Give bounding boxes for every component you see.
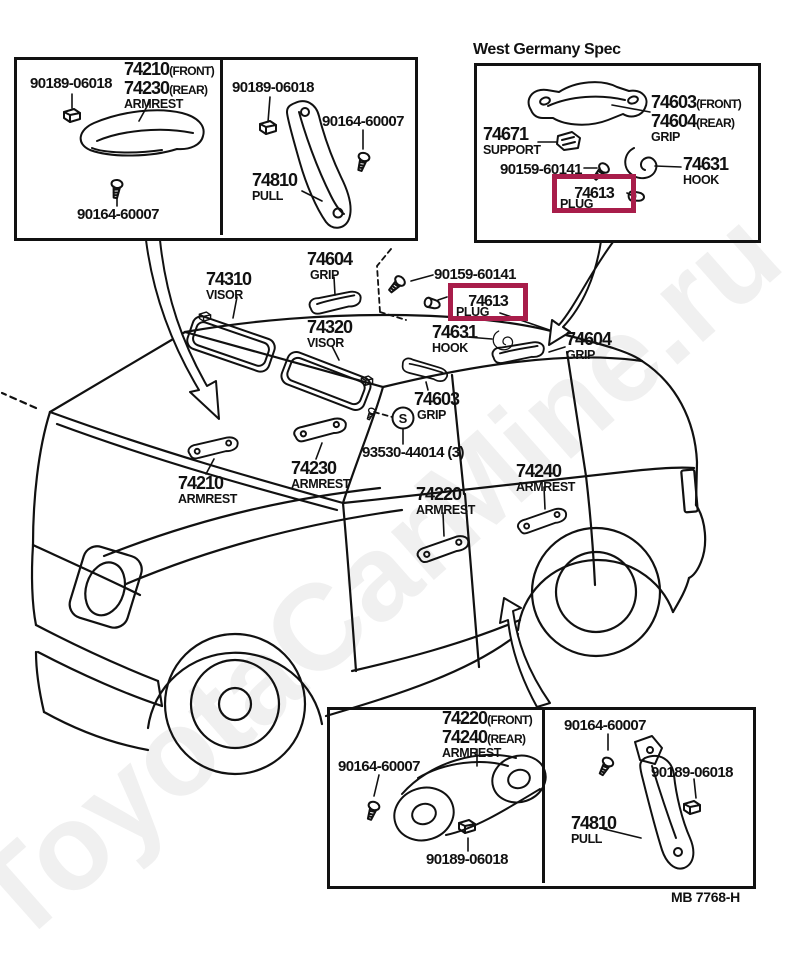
bottom-box: [327, 707, 756, 889]
part-number[interactable]: 74230: [291, 458, 337, 478]
part-tag: (FRONT): [487, 713, 533, 727]
callout-90164-60007[interactable]: 90164-60007: [564, 717, 646, 734]
callout-74310[interactable]: 74310 VISOR: [206, 269, 252, 302]
part-name: ARMREST: [516, 479, 576, 494]
part-name: ARMREST: [416, 502, 476, 517]
part-tag: (REAR): [696, 115, 735, 130]
wg-grip-drawing: [527, 81, 682, 202]
part-name-plug: PLUG: [456, 305, 490, 319]
part-name: ARMREST: [442, 745, 502, 760]
part-number[interactable]: 74631: [683, 154, 729, 174]
callout-90189-06018[interactable]: 90189-06018: [651, 764, 733, 781]
callout-90159-60141[interactable]: 90159-60141: [500, 161, 582, 178]
part-number[interactable]: 74220: [442, 708, 488, 728]
part-name: ARMREST: [178, 491, 238, 506]
callout-74671[interactable]: 74671 SUPPORT: [483, 125, 541, 157]
part-name: PULL: [571, 831, 603, 846]
pointer-arrows: [145, 239, 614, 708]
part-number[interactable]: 74810: [571, 813, 617, 833]
part-name: GRIP: [417, 407, 446, 422]
part-name-plug: PLUG: [560, 197, 594, 211]
s-marker: S: [399, 411, 408, 426]
part-number[interactable]: 74631: [432, 322, 478, 342]
part-number[interactable]: 74210: [178, 473, 224, 493]
part-number[interactable]: 74604: [307, 249, 353, 269]
part-name: GRIP: [651, 129, 680, 144]
part-number[interactable]: 74220: [416, 484, 462, 504]
part-name: VISOR: [307, 335, 344, 350]
part-number[interactable]: 74604: [566, 329, 612, 349]
top-left-pull-drawing: [259, 96, 372, 229]
callout-74631-main[interactable]: 74631 HOOK: [432, 322, 478, 355]
part-name: GRIP: [310, 267, 339, 282]
callout-90189-06018[interactable]: 90189-06018: [426, 851, 508, 868]
part-number[interactable]: 74240: [442, 726, 488, 747]
callout-74320[interactable]: 74320 VISOR: [307, 317, 353, 350]
callout-90164-60007[interactable]: 90164-60007: [338, 758, 420, 775]
west-germany-box: [474, 63, 761, 243]
car-interior-parts: [186, 248, 570, 565]
highlighted-part-74613-main[interactable]: 74613: [448, 283, 528, 321]
part-number[interactable]: 74210: [124, 59, 170, 79]
part-name: ARMREST: [291, 476, 351, 491]
part-name: GRIP: [566, 347, 595, 362]
top-left-box: [14, 57, 418, 241]
part-name: SUPPORT: [483, 142, 541, 157]
part-number[interactable]: 74810: [252, 170, 298, 190]
callout-74810-bottom[interactable]: 74810 PULL: [571, 813, 617, 846]
callout-74604-right[interactable]: 74604 GRIP: [566, 329, 612, 362]
callout-93530-44014[interactable]: 93530-44014 (3): [362, 444, 465, 461]
part-number[interactable]: 74613: [468, 293, 508, 310]
part-number[interactable]: 74613: [574, 184, 614, 202]
bottom-armrest-drawing: [363, 748, 547, 852]
callout-74240-main[interactable]: 74240 ARMREST: [516, 462, 575, 494]
part-tag: (FRONT): [169, 64, 215, 78]
part-number[interactable]: 74240: [516, 461, 562, 481]
callout-90189-06018[interactable]: 90189-06018: [30, 75, 112, 92]
part-name: HOOK: [683, 172, 719, 187]
part-number[interactable]: 74310: [206, 269, 252, 289]
callout-90164-60007[interactable]: 90164-60007: [77, 206, 159, 223]
callout-74220-74240[interactable]: 74220(FRONT) 74240(REAR) ARMREST: [442, 708, 533, 760]
part-name: ARMREST: [124, 96, 184, 111]
part-name: VISOR: [206, 287, 243, 302]
west-germany-title: West Germany Spec: [473, 41, 621, 58]
part-number[interactable]: 74603: [414, 389, 460, 409]
part-tag: (FRONT): [696, 97, 742, 111]
callout-74810[interactable]: 74810 PULL: [252, 170, 298, 203]
part-number[interactable]: 74230: [124, 77, 170, 98]
callout-74631[interactable]: 74631 HOOK: [683, 154, 729, 187]
callout-74210-74230[interactable]: 74210(FRONT) 74230(REAR) ARMREST: [124, 59, 215, 111]
part-number[interactable]: 74604: [651, 110, 697, 131]
bottom-pull-drawing: [595, 733, 701, 870]
bottom-box-divider: [542, 707, 545, 883]
top-left-armrest-drawing: [63, 93, 205, 207]
callout-90159-60141-main[interactable]: 90159-60141: [434, 266, 516, 283]
part-name: PULL: [252, 188, 284, 203]
highlighted-part-74613[interactable]: 74613: [552, 174, 636, 213]
part-number[interactable]: 74320: [307, 317, 353, 337]
callout-74210-main[interactable]: 74210 ARMREST: [178, 474, 237, 506]
drawing-code: MB 7768-H: [671, 889, 740, 905]
callout-74603-main[interactable]: 74603 GRIP: [414, 389, 460, 422]
callout-74230-main[interactable]: 74230 ARMREST: [291, 459, 350, 491]
part-name: HOOK: [432, 340, 468, 355]
callout-90189-06018[interactable]: 90189-06018: [232, 79, 314, 96]
part-tag: (REAR): [487, 731, 526, 746]
callout-74604-top[interactable]: 74604 GRIP: [307, 249, 353, 282]
callout-74603-74604[interactable]: 74603(FRONT) 74604(REAR) GRIP: [651, 92, 742, 144]
part-number[interactable]: 74603: [651, 92, 697, 112]
callout-74220-main[interactable]: 74220 ARMREST: [416, 485, 475, 517]
part-number[interactable]: 74671: [483, 124, 529, 144]
part-tag: (REAR): [169, 82, 208, 97]
top-left-box-divider: [220, 57, 223, 235]
callout-90164-60007[interactable]: 90164-60007: [322, 113, 404, 130]
